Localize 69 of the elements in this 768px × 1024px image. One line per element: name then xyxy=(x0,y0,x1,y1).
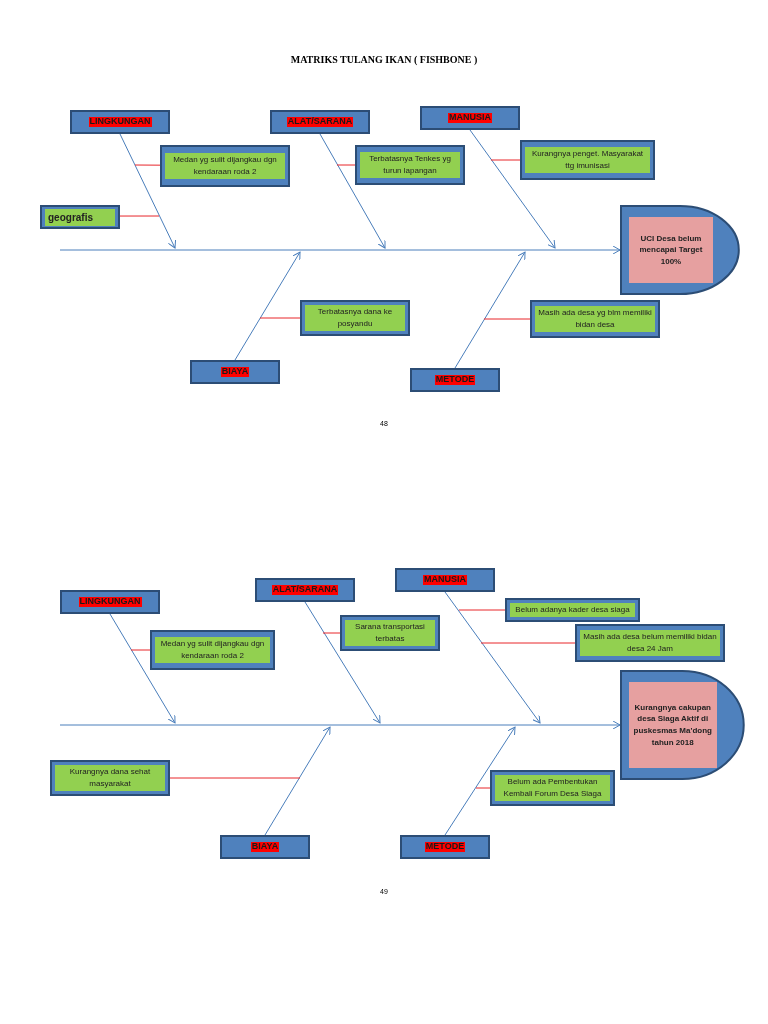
bone-arrow xyxy=(454,251,526,369)
bone-arrow xyxy=(234,251,301,361)
cause-box xyxy=(505,598,640,622)
connector-line xyxy=(458,609,506,611)
cause-text: Terbatasnya dana ke posyandu xyxy=(305,305,405,331)
connector-line xyxy=(259,317,301,319)
connector-line xyxy=(475,787,491,789)
category-label: METODE xyxy=(424,842,466,852)
problem-text: UCI Desa belum mencapai Target 100% xyxy=(629,217,713,283)
cause-text: Sarana transportasi terbatas xyxy=(345,620,435,646)
bone-arrow xyxy=(109,613,176,724)
problem-head-shape xyxy=(620,205,740,295)
cause-box xyxy=(520,140,655,180)
problem-head-shape xyxy=(620,670,745,780)
category-box xyxy=(70,110,170,134)
category-label: ALAT/SARANA xyxy=(286,117,354,127)
cause-box xyxy=(530,300,660,338)
category-label: LINGKUNGAN xyxy=(88,117,152,127)
connector-line xyxy=(336,164,356,166)
cause-text: Terbatasnya Tenkes yg turun lapangan xyxy=(360,152,460,178)
cause-text: Belum ada Pembentukan Kembali Forum Desa Siaga xyxy=(495,775,610,801)
cause-text: Belum adanya kader desa siaga xyxy=(510,603,635,617)
cause-box xyxy=(160,145,290,187)
connector-line xyxy=(483,318,531,320)
category-box xyxy=(400,835,490,859)
category-box xyxy=(420,106,520,130)
category-box xyxy=(410,368,500,392)
category-label: BIAYA xyxy=(250,842,280,852)
cause-text: Masih ada desa belum memiliki bidan desa 24 Jam xyxy=(580,630,720,656)
cause-text: Masih ada desa yg blm memiliki bidan desa xyxy=(535,306,655,332)
connector-line xyxy=(134,164,161,166)
connector-line xyxy=(130,649,151,651)
problem-text: Kurangnya cakupan desa Siaga Aktif di puskesmas Ma'dong tahun 2018 xyxy=(629,682,717,768)
cause-box xyxy=(355,145,465,185)
connector-line xyxy=(480,642,576,644)
category-box xyxy=(255,578,355,602)
category-label: MANUSIA xyxy=(448,113,492,123)
category-box xyxy=(60,590,160,614)
bone-arrow xyxy=(444,591,541,724)
category-box xyxy=(220,835,310,859)
bone-arrow xyxy=(469,129,556,249)
connector-line xyxy=(169,777,301,779)
bone-arrow xyxy=(119,133,177,249)
category-label: BIAYA xyxy=(220,367,250,377)
connector-line xyxy=(322,632,341,634)
cause-text: Kurangnya penget. Masyarakat ttg imunisasi xyxy=(525,147,650,173)
bone-arrow xyxy=(444,726,516,836)
category-box xyxy=(190,360,280,384)
cause-text: Kurangnya dana sehat masyarakat xyxy=(55,765,165,791)
connector-line xyxy=(490,159,521,161)
bone-arrow xyxy=(304,601,381,724)
cause-text: geografis xyxy=(45,208,115,226)
cause-box xyxy=(150,630,275,670)
connector-line xyxy=(119,215,160,217)
bone-arrow xyxy=(59,245,621,255)
bone-arrow xyxy=(264,726,331,836)
cause-text: Medan yg sulit dijangkau dgn kendaraan roda 2 xyxy=(155,637,270,663)
category-label: METODE xyxy=(434,375,476,385)
category-box xyxy=(270,110,370,134)
bone-arrow xyxy=(319,133,386,249)
cause-box xyxy=(575,624,725,662)
title: MATRIKS TULANG IKAN ( FISHBONE ) xyxy=(289,54,479,65)
category-box xyxy=(395,568,495,592)
category-label: ALAT/SARANA xyxy=(271,585,339,595)
cause-text: Medan yg sulit dijangkau dgn kendaraan roda 2 xyxy=(165,153,285,179)
bone-arrow xyxy=(59,720,621,730)
category-label: LINGKUNGAN xyxy=(78,597,142,607)
cause-box xyxy=(40,205,120,229)
category-label: MANUSIA xyxy=(423,575,467,585)
